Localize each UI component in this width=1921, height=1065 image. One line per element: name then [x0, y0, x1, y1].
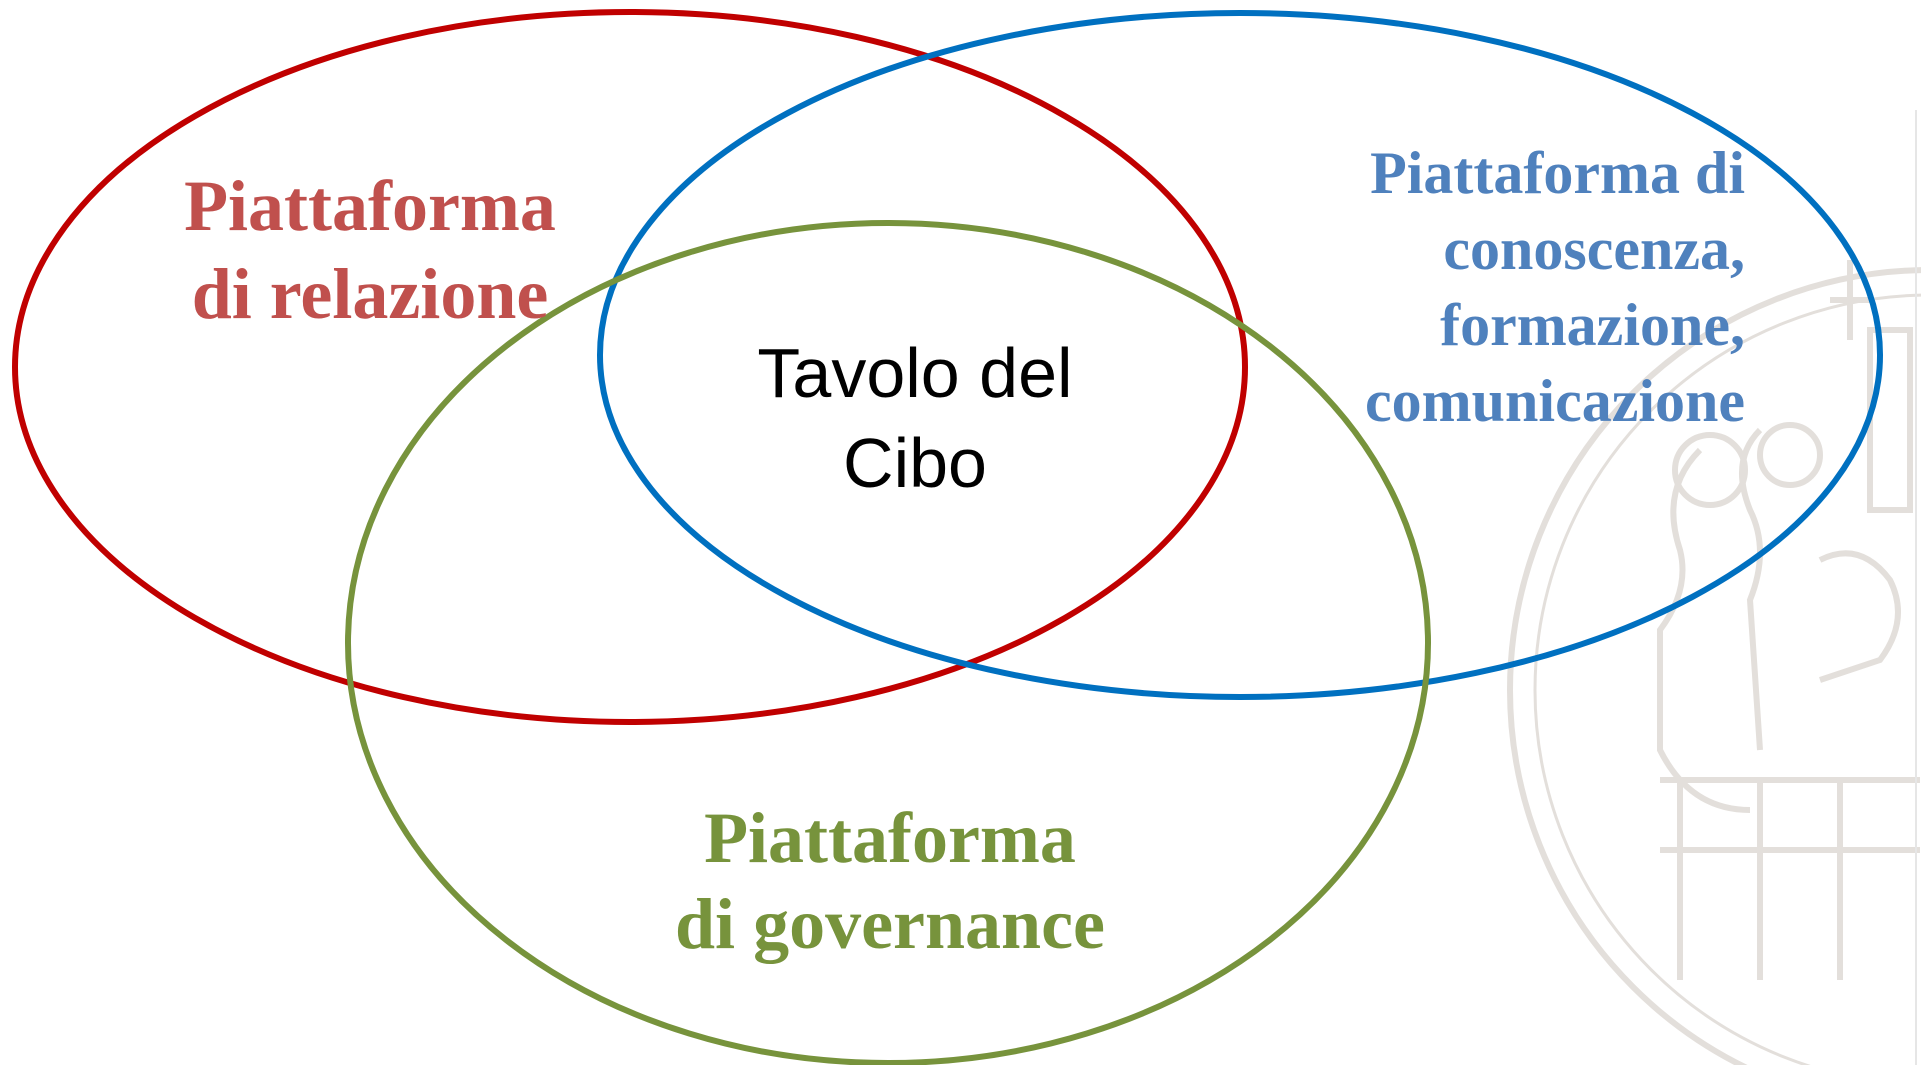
- conoscenza-label-line: conoscenza,: [1443, 216, 1745, 282]
- center-label-tavolo-del-cibo: Tavolo del Cibo: [720, 328, 1110, 508]
- conoscenza-ellipse: [597, 10, 1883, 700]
- relazione-label-line: di relazione: [191, 254, 549, 334]
- center-label-line: Cibo: [843, 424, 987, 502]
- slide-edge-divider: [1915, 110, 1917, 1065]
- governance-label-line: di governance: [675, 884, 1105, 964]
- governance-ellipse: [345, 220, 1431, 1065]
- conoscenza-label-line: formazione,: [1440, 292, 1745, 358]
- relazione-label: Piattaforma di relazione: [150, 162, 590, 338]
- relazione-label-line: Piattaforma: [184, 166, 556, 246]
- conoscenza-label-line: Piattaforma di: [1370, 140, 1745, 206]
- governance-label-line: Piattaforma: [704, 798, 1076, 878]
- governance-label: Piattaforma di governance: [620, 795, 1160, 967]
- conoscenza-label-line: comunicazione: [1365, 368, 1745, 434]
- center-label-line: Tavolo del: [757, 334, 1073, 412]
- conoscenza-label: Piattaforma di conoscenza, formazione, c…: [1280, 135, 1745, 439]
- relazione-ellipse: [12, 9, 1248, 725]
